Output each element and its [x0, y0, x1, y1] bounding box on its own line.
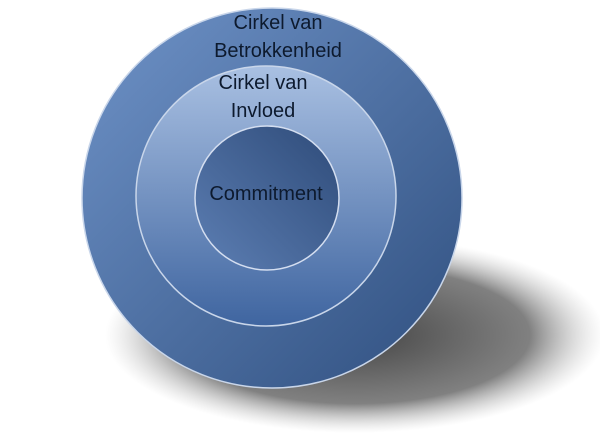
inner-circle: [194, 125, 340, 271]
inner-circle-label: Commitment: [209, 183, 323, 205]
middle-circle-label-line-1: Cirkel van: [219, 72, 308, 94]
outer-circle-label-line-2: Betrokkenheid: [214, 40, 342, 62]
outer-circle-label-line-1: Cirkel van: [234, 12, 323, 34]
middle-circle-label-line-2: Invloed: [231, 100, 296, 122]
